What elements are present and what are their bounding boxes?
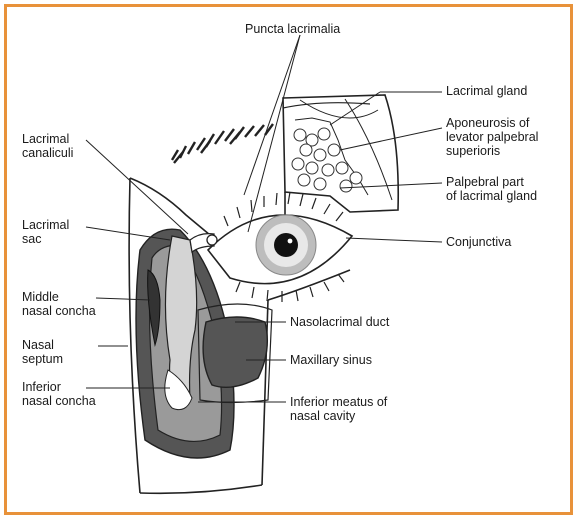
label-conjunctiva: Conjunctiva [446,235,512,249]
leader-lines [85,34,443,403]
label-puncta-lacrimalia: Puncta lacrimalia [245,22,341,36]
inferior-nasal-concha [164,369,193,411]
eye [206,214,354,285]
eyelashes [223,191,345,302]
label-lacrimal-gland: Lacrimal gland [446,84,528,98]
middle-nasal-concha [147,269,161,347]
lacrimal-gland-region [282,94,400,213]
eyebrow [170,123,274,164]
maxillary-sinus [202,316,268,388]
label-nasal-septum: Nasal septum [22,338,63,366]
label-middle-nasal-concha: Middle nasal concha [22,290,96,318]
label-palpebral-part: Palpebral part of lacrimal gland [446,175,538,203]
label-inferior-nasal-concha: Inferior nasal concha [22,380,96,408]
label-nasolacrimal-duct: Nasolacrimal duct [290,315,390,329]
lacrimal-canaliculi-shape [189,232,218,254]
label-lacrimal-canaliculi: Lacrimal canaliculi [22,132,74,160]
pupil [274,233,298,257]
label-lacrimal-sac: Lacrimal sac [22,218,70,246]
label-inferior-meatus: Inferior meatus of nasal cavity [290,395,388,423]
label-maxillary-sinus: Maxillary sinus [290,353,372,367]
label-aponeurosis: Aponeurosis of levator palpebral superio… [446,116,539,158]
gland-lobules [291,127,363,193]
